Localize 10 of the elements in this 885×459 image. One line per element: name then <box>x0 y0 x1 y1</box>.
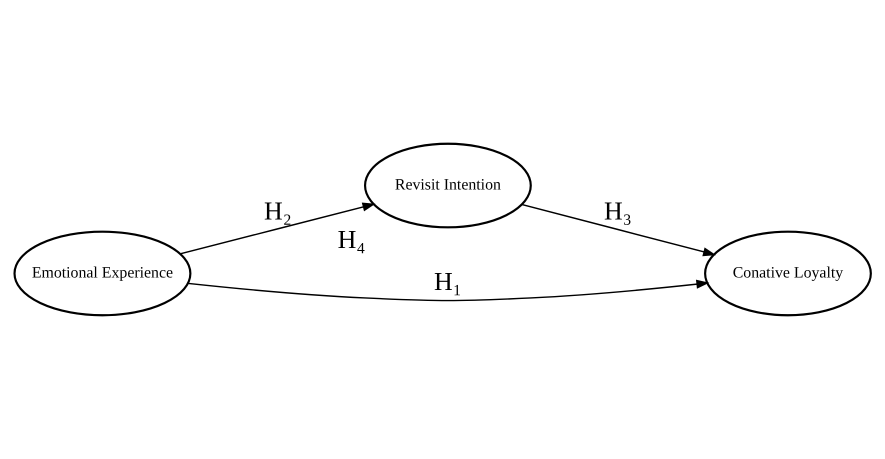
edge-label: H₁ <box>434 266 462 296</box>
node-ellipse: Conative Loyalty <box>704 230 872 316</box>
arrow <box>188 280 710 302</box>
arrow <box>180 202 376 254</box>
arrow <box>522 204 716 256</box>
edge-label: H₂ <box>264 196 292 226</box>
node-ellipse: Emotional Experience <box>13 230 192 316</box>
edge-label: H₃ <box>604 196 632 226</box>
node-label: H₄ <box>338 225 366 254</box>
node-ellipse: Revisit Intention <box>364 142 532 228</box>
